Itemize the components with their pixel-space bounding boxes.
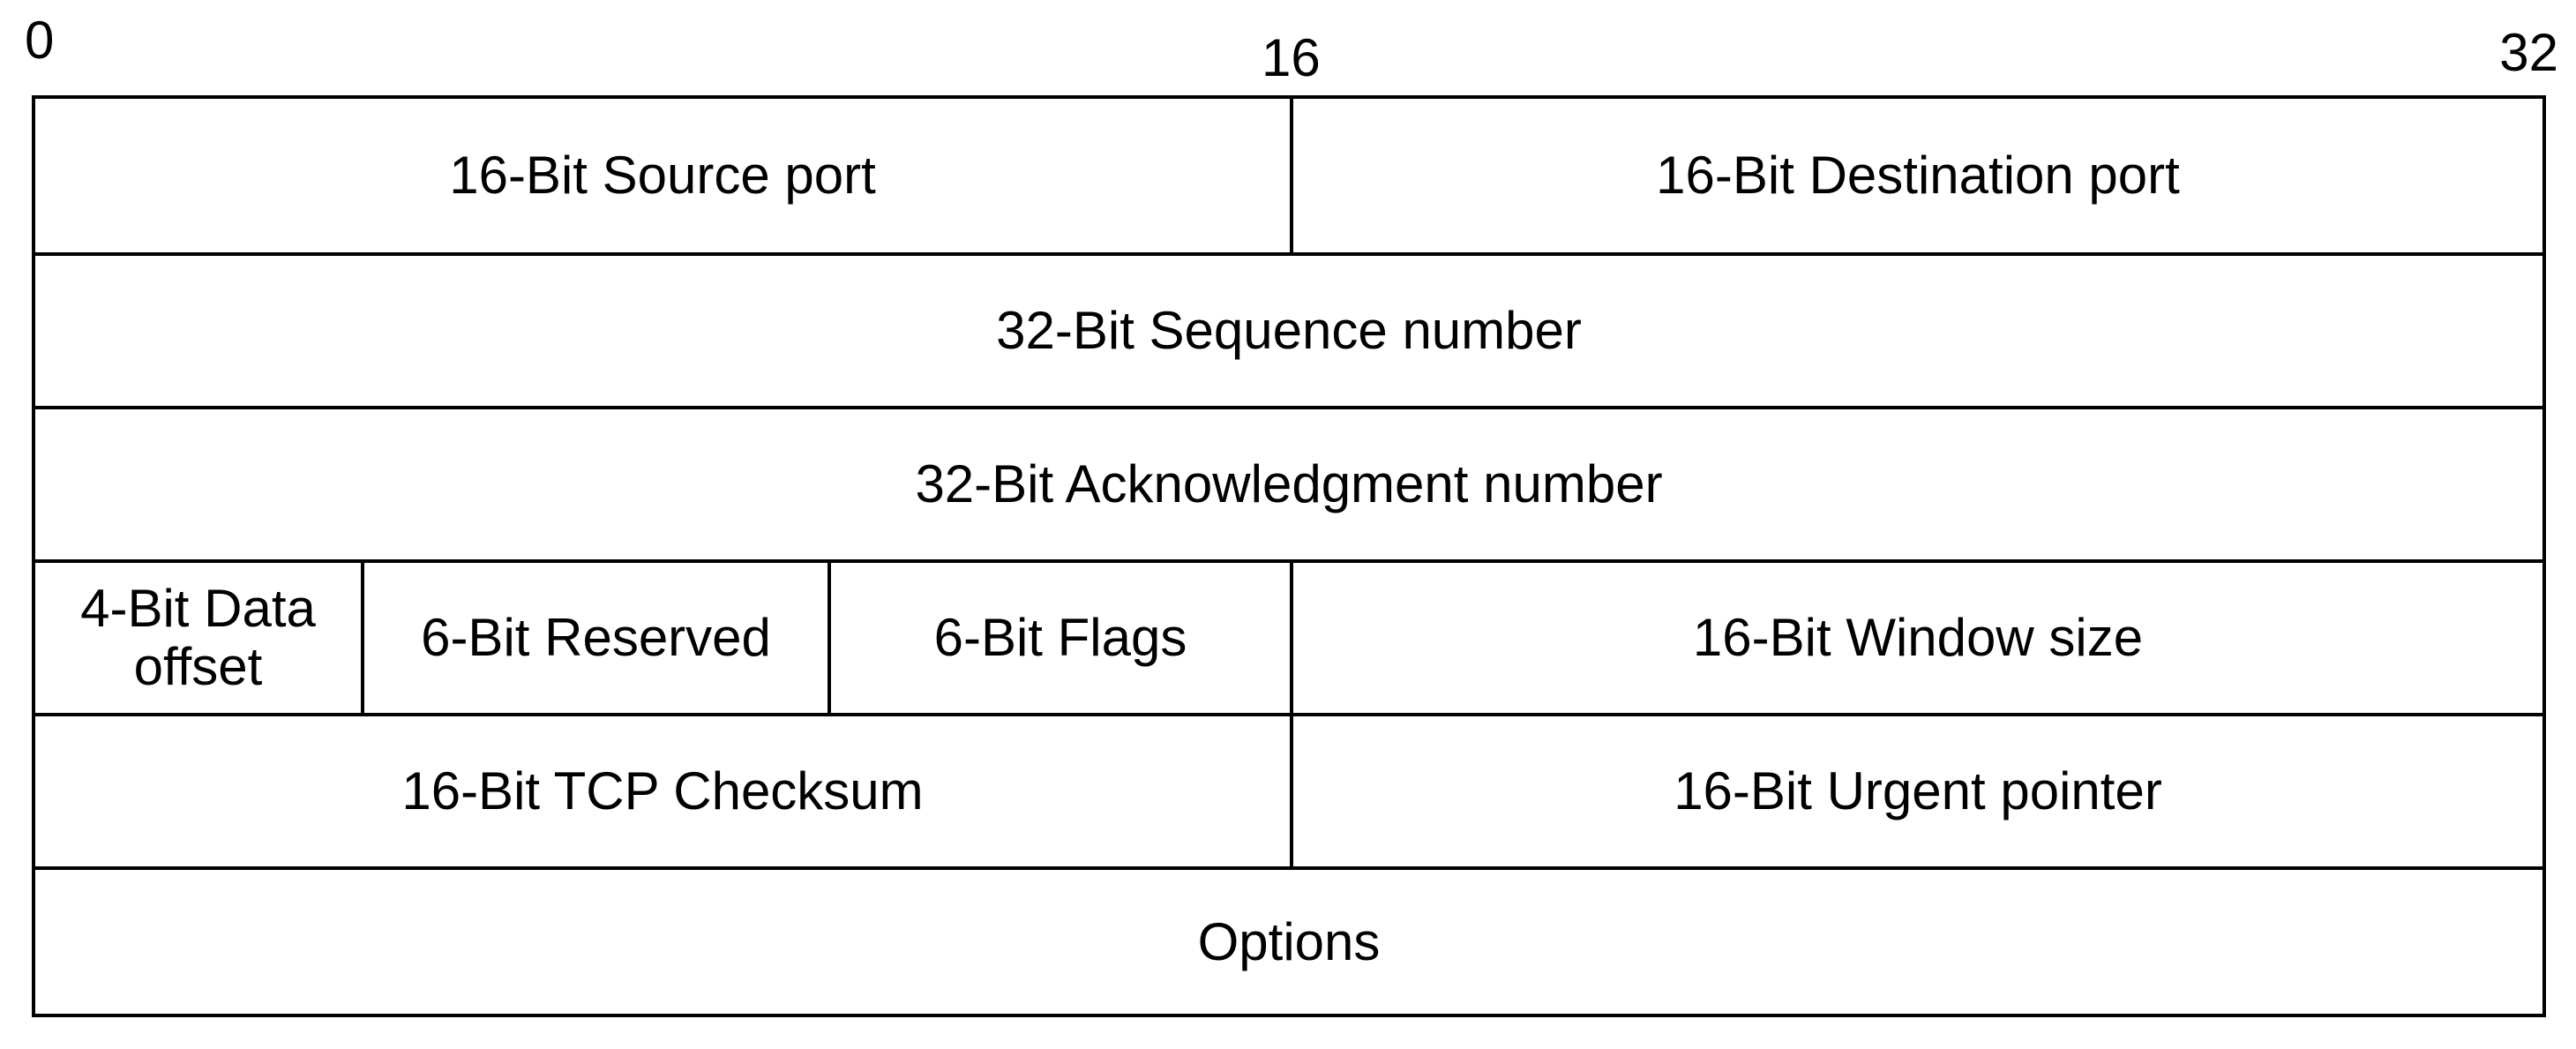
field-checksum: 16-Bit TCP Checksum: [401, 761, 924, 820]
field-source-port: 16-Bit Source port: [449, 146, 876, 205]
field-sequence-number: 32-Bit Sequence number: [996, 301, 1582, 360]
field-reserved: 6-Bit Reserved: [361, 563, 827, 713]
header-row-sequence: 32-Bit Sequence number: [35, 252, 2542, 406]
field-urgent-pointer: 16-Bit Urgent pointer: [1290, 716, 2542, 866]
bit-label-middle: 16: [1262, 28, 1321, 87]
field-options: Options: [1197, 911, 1381, 971]
field-acknowledgment-number: 32-Bit Acknowledgment number: [915, 454, 1663, 513]
header-row-checksum: 16-Bit TCP Checksum 16-Bit Urgent pointe…: [35, 713, 2542, 866]
bit-label-start: 0: [25, 11, 55, 70]
field-flags: 6-Bit Flags: [827, 563, 1290, 713]
bit-label-end: 32: [2499, 23, 2558, 82]
header-row-acknowledgment: 32-Bit Acknowledgment number: [35, 406, 2542, 559]
field-data-offset: 4-Bit Data offset: [35, 563, 361, 713]
tcp-header-diagram: 16-Bit Source port 16-Bit Destination po…: [32, 95, 2546, 1017]
header-row-ports: 16-Bit Source port 16-Bit Destination po…: [35, 99, 2542, 252]
field-destination-port: 16-Bit Destination port: [1290, 99, 2542, 252]
header-row-options: Options: [35, 866, 2542, 1014]
field-data-offset-line1: 4-Bit Data: [80, 579, 316, 638]
field-window-size: 16-Bit Window size: [1290, 563, 2542, 713]
header-row-control: 4-Bit Data offset 6-Bit Reserved 6-Bit F…: [35, 559, 2542, 713]
field-data-offset-line2: offset: [133, 637, 263, 696]
